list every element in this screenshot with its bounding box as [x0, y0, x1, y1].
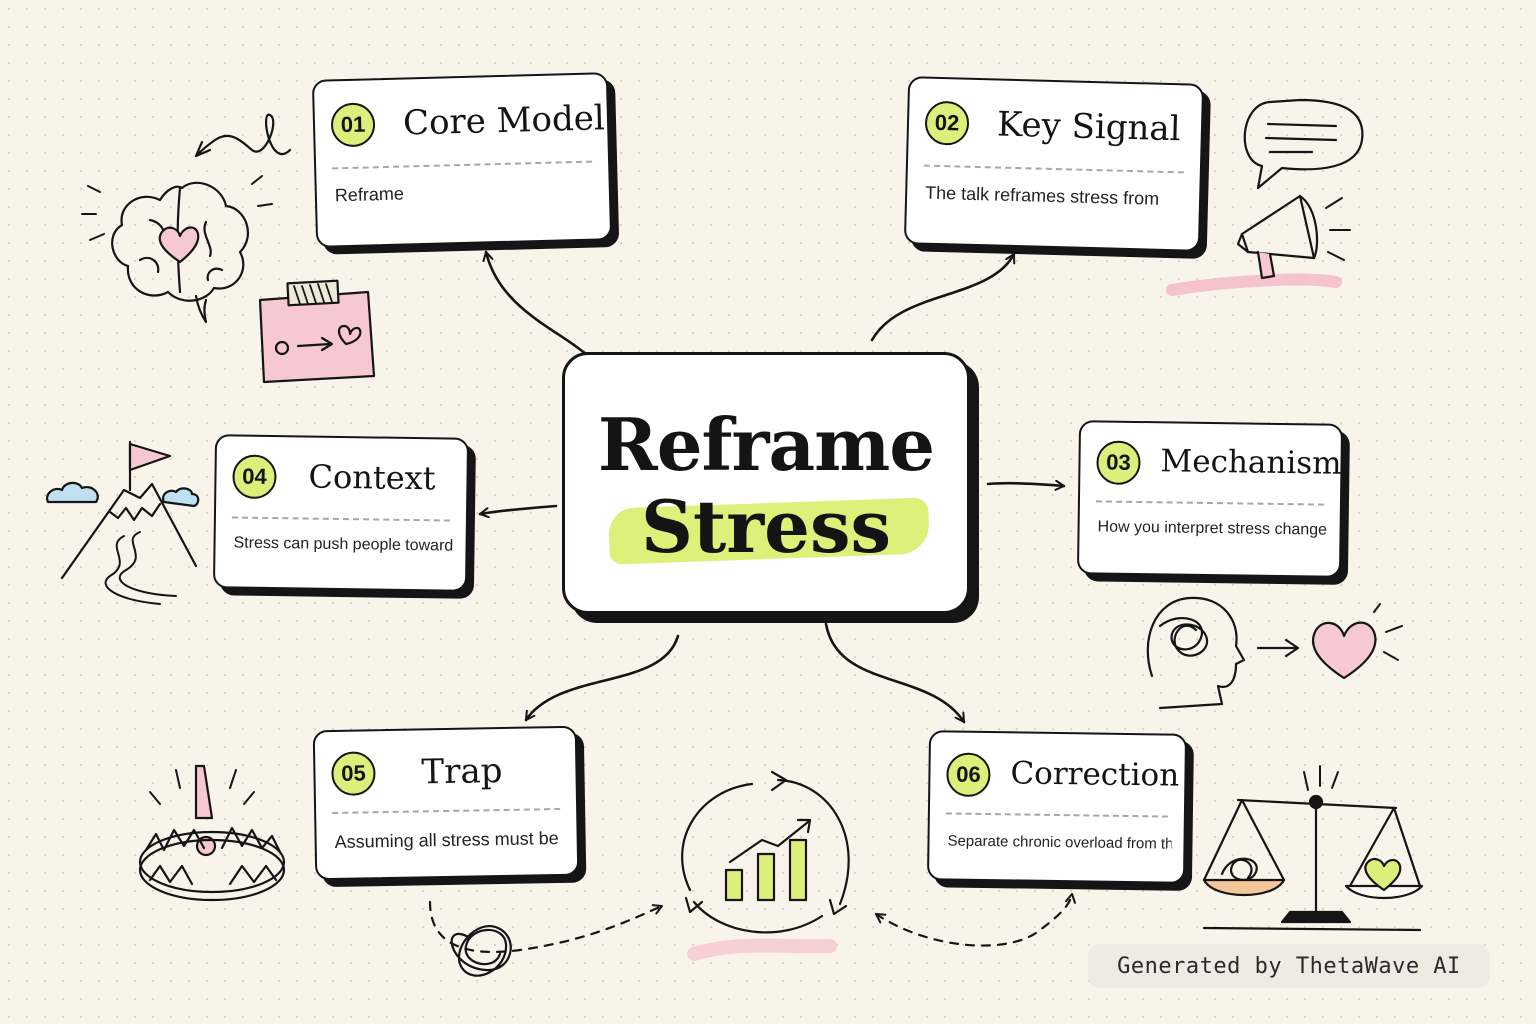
node-title: Trap	[421, 751, 503, 793]
tangle-scribble-icon	[450, 925, 512, 977]
sticky-note-icon	[258, 279, 376, 384]
arrow-to-core-model	[486, 250, 590, 358]
node-card-context: 04 Context Stress can push people toward	[212, 434, 470, 592]
mountain-flag-icon	[46, 440, 200, 605]
node-divider	[1095, 500, 1324, 506]
brain-heart-icon	[81, 175, 273, 324]
node-card-key-signal: 02 Key Signal The talk reframes stress fr…	[903, 76, 1205, 252]
node-card-correction: 06 Correction Separate chronic overload f…	[926, 730, 1188, 884]
arrow-to-mechanism	[986, 483, 1066, 486]
node-title: Correction	[1010, 755, 1180, 794]
node-description: Stress can push people toward	[233, 534, 454, 555]
node-title: Key Signal	[996, 104, 1182, 150]
node-divider	[923, 164, 1184, 174]
node-title: Context	[308, 457, 436, 498]
node-number-badge: 02	[924, 100, 970, 146]
node-card-mechanism: 03 Mechanism How you interpret stress cha…	[1076, 420, 1344, 578]
node-card-trap: 05 Trap Assuming all stress must be	[312, 725, 580, 881]
head-tangle-icon	[1146, 596, 1246, 710]
watermark-label: Generated by ThetaWave AI	[1088, 944, 1490, 988]
arrow-to-key-signal	[870, 252, 1016, 342]
dashed-arrow-left	[428, 900, 664, 953]
node-description: Separate chronic overload from the	[947, 832, 1172, 853]
node-number-badge: 06	[946, 752, 991, 798]
heart-icon	[1311, 603, 1403, 680]
bear-trap-icon	[138, 764, 286, 902]
growth-cycle-icon	[681, 770, 850, 961]
node-divider	[332, 808, 561, 814]
node-divider	[231, 516, 450, 522]
node-description: The talk reframes stress from	[924, 182, 1160, 209]
node-description: How you interpret stress changes	[1097, 518, 1328, 539]
node-divider	[945, 812, 1168, 818]
node-description: Reframe	[334, 183, 405, 206]
node-card-core-model: 01 Core Model Reframe	[311, 72, 613, 248]
balance-scale-icon	[1202, 765, 1424, 932]
arrow-to-context	[478, 504, 558, 514]
arrow-to-trap	[524, 634, 680, 722]
squiggle-arrow-icon	[194, 113, 292, 158]
arrow-right-icon	[1256, 638, 1300, 658]
node-divider	[332, 160, 593, 170]
speech-bubble-icon	[1243, 98, 1364, 190]
central-title-line-1: Reframe	[597, 402, 935, 487]
node-description: Assuming all stress must be	[334, 828, 559, 852]
arrow-to-correction	[824, 622, 966, 724]
central-topic-card: Reframe Stress	[562, 352, 970, 614]
node-number-badge: 01	[330, 102, 376, 148]
node-title: Mechanism	[1160, 443, 1342, 482]
megaphone-icon	[1166, 194, 1351, 296]
central-title-line-2: Stress	[640, 484, 892, 569]
node-number-badge: 04	[232, 454, 277, 500]
node-title: Core Model	[402, 98, 606, 144]
node-number-badge: 03	[1096, 440, 1141, 486]
node-number-badge: 05	[331, 751, 376, 796]
